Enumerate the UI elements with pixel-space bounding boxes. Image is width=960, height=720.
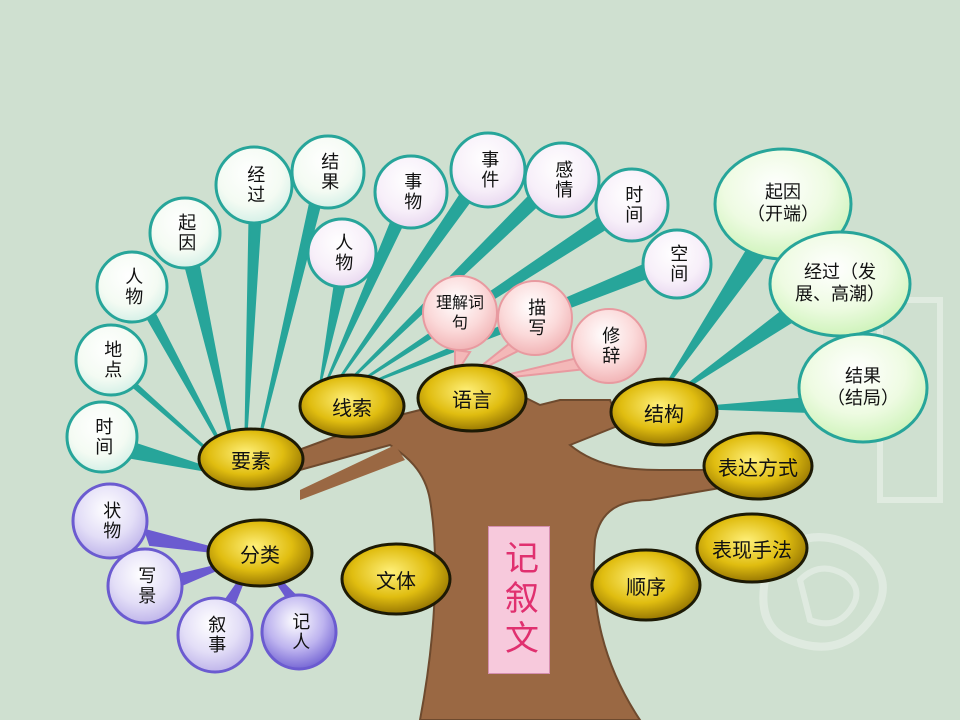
node-jiegou xyxy=(609,377,719,447)
node-wenti xyxy=(340,542,452,616)
node-yuyan xyxy=(416,363,528,433)
fenlei-bubbles xyxy=(71,482,338,674)
main-nodes xyxy=(197,363,814,622)
node-xiansuo xyxy=(298,373,406,439)
yuyan-bubbles xyxy=(422,275,647,384)
jiegou-bubbles xyxy=(713,147,929,444)
yaosu-bubbles xyxy=(65,134,366,474)
node-fenlei xyxy=(206,518,314,588)
yaosu-bubble-time xyxy=(65,400,139,474)
title-text: 记叙文 xyxy=(498,540,539,660)
title-box: 记叙文 xyxy=(488,526,550,674)
yaosu-bubble-process xyxy=(214,145,294,225)
node-biaoxian xyxy=(695,512,809,584)
node-biaoda xyxy=(702,431,814,501)
node-yaosu xyxy=(197,427,305,491)
yaosu-bubble-person xyxy=(95,250,169,324)
yaosu-bubble-result xyxy=(290,134,366,210)
node-shunxu xyxy=(590,548,702,622)
yaosu-bubble-place xyxy=(74,323,148,397)
xiansuo-bubbles xyxy=(306,131,713,300)
yaosu-bubble-cause xyxy=(148,196,222,270)
